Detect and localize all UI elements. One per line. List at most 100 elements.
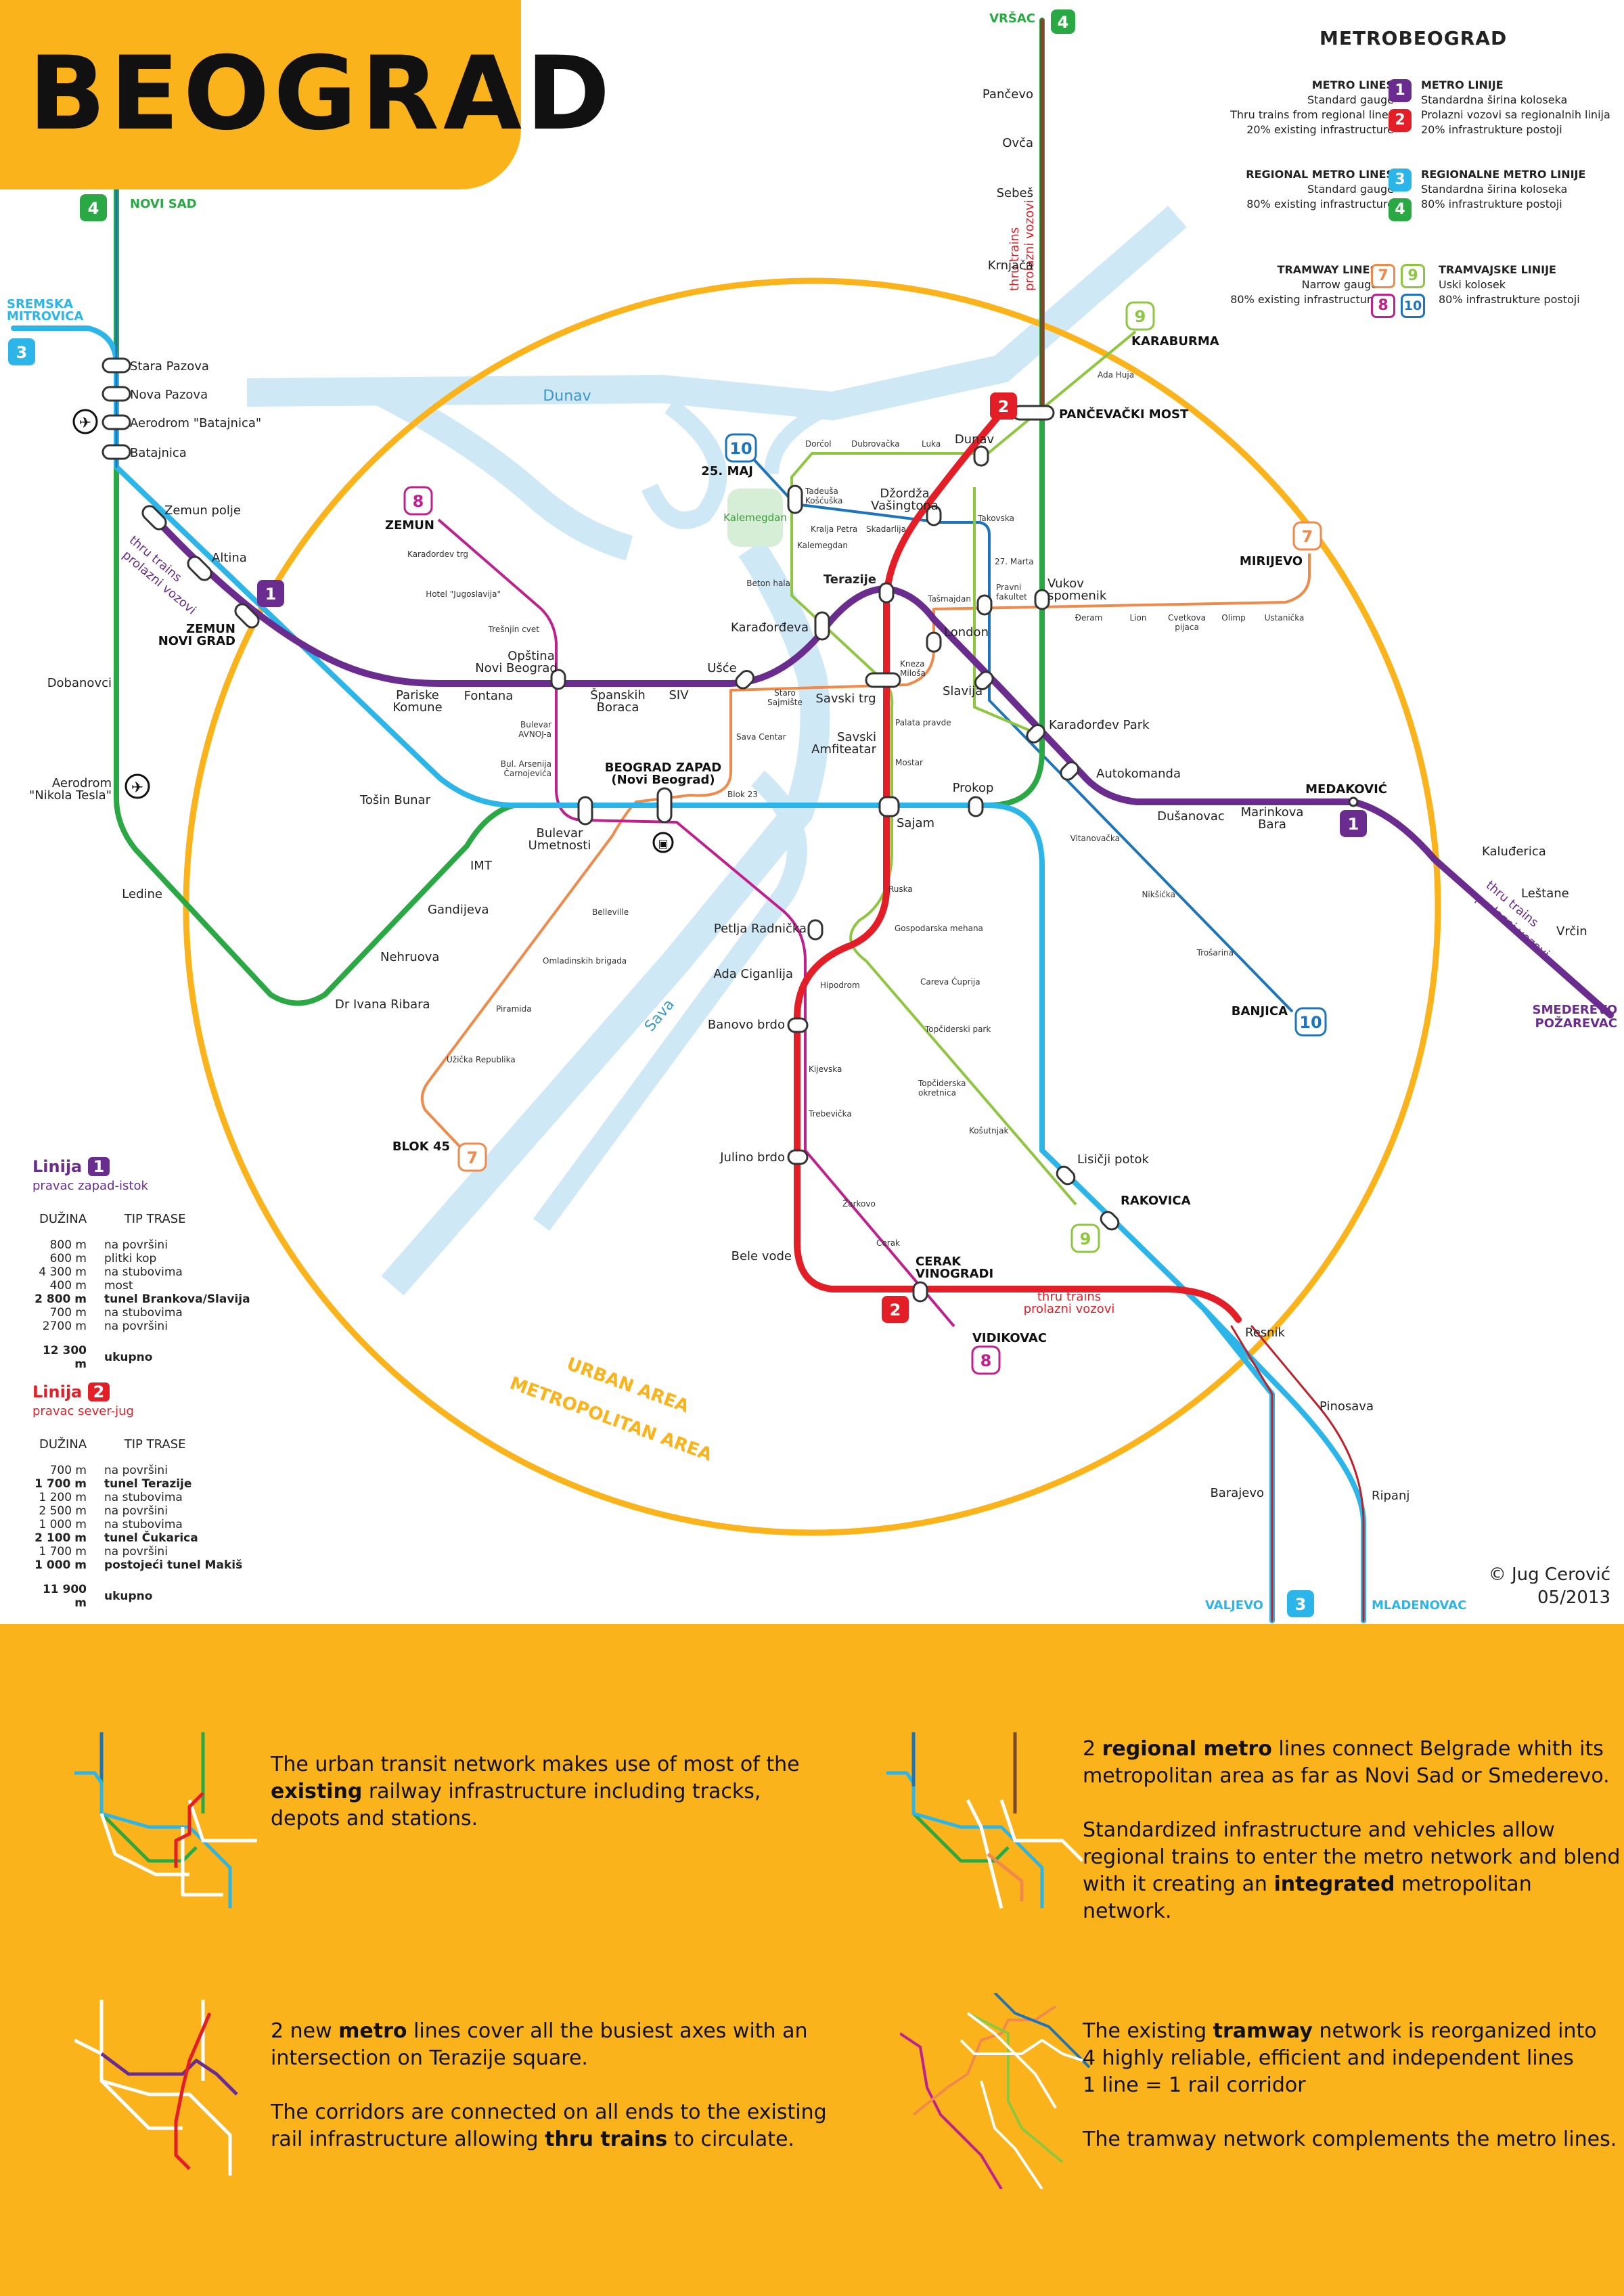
svg-text:Ledine: Ledine: [122, 887, 162, 901]
tram-station-labels: Ada Huja Dorćol Dubrovačka Luka Tadeuša …: [407, 370, 1304, 1248]
svg-text:Savski trg: Savski trg: [815, 692, 876, 706]
svg-text:Careva Ćuprija: Careva Ćuprija: [920, 976, 980, 987]
info-block-tramway: The existing tramway network is reorgani…: [1083, 2018, 1617, 2153]
svg-text:Dobanovci: Dobanovci: [47, 676, 112, 690]
info-bold: metro: [338, 2019, 407, 2043]
info-text: The corridors are connected on all ends …: [271, 2100, 827, 2124]
svg-text:8: 8: [413, 492, 424, 511]
rivers: [246, 206, 1187, 1296]
svg-text:10: 10: [1299, 1013, 1322, 1032]
svg-text:Batajnica: Batajnica: [130, 446, 187, 460]
svg-text:Aerodrom "Batajnica": Aerodrom "Batajnica": [130, 416, 261, 430]
line-2-stats-label: Linija: [32, 1382, 83, 1401]
row-type: na stubovima: [104, 1491, 183, 1504]
row-length: 700 m: [49, 1306, 87, 1320]
park-label: Kalemegdan: [723, 512, 787, 524]
svg-text:Čarnojevića: Čarnojevića: [503, 768, 551, 778]
info-text-part: with it creating an: [1083, 1872, 1274, 1896]
svg-text:MLADENOVAC: MLADENOVAC: [1372, 1598, 1466, 1613]
svg-text:ZEMUN: ZEMUN: [186, 622, 235, 636]
svg-text:Žarkovo: Žarkovo: [842, 1198, 876, 1209]
thumbnail-tramway: [900, 1993, 1091, 2189]
tram-line-10: [753, 459, 1294, 1013]
svg-text:2: 2: [890, 1301, 901, 1320]
info-text: intersection on Terazije square.: [271, 2046, 588, 2070]
svg-text:Bara: Bara: [1258, 817, 1286, 832]
svg-text:Cvetkova: Cvetkova: [1168, 613, 1206, 623]
legend-metro-head-en: METRO LINES: [1311, 78, 1394, 91]
svg-text:Boraca: Boraca: [597, 700, 639, 715]
legend-metro-line1-en: Standard gauge: [1307, 93, 1394, 106]
svg-text:8: 8: [980, 1351, 992, 1370]
svg-text:7: 7: [467, 1148, 478, 1167]
row-type: na površini: [104, 1464, 168, 1477]
svg-text:Resnik: Resnik: [1245, 1326, 1286, 1340]
legend-tram-line2-sr: 80% infrastrukture postoji: [1439, 293, 1580, 306]
svg-text:Pariske: Pariske: [396, 688, 439, 702]
svg-text:Trešnjin cvet: Trešnjin cvet: [488, 625, 540, 634]
legend-regional: REGIONAL METRO LINES Standard gauge 80% …: [1204, 167, 1610, 221]
terminal-labels: VRŠAC NOVI SAD SREMSKA MITROVICA KARABUR…: [7, 11, 1617, 1613]
row-type: na površini: [104, 1504, 168, 1518]
legend-tram: TRAMWAY LINES Narrow gauge 80% existing …: [1204, 263, 1610, 318]
station-labels: Pančevo Ovča Sebeš Krnjača Stara Pazova …: [29, 87, 1587, 1503]
svg-text:Pinosava: Pinosava: [1320, 1399, 1374, 1414]
svg-text:Piramida: Piramida: [496, 1004, 532, 1014]
info-bold: existing: [271, 1780, 363, 1803]
park-kalemegdan: [727, 489, 783, 547]
info-text: 2 new metro lines cover all the busiest …: [271, 2018, 827, 2045]
svg-text:POŽAREVAC: POŽAREVAC: [1535, 1016, 1617, 1031]
info-text-part: railway infrastructure including tracks,: [362, 1780, 761, 1803]
danube-loop-2: [764, 399, 836, 474]
info-section: The urban transit network makes use of m…: [0, 1624, 1624, 2296]
svg-text:Barajevo: Barajevo: [1210, 1486, 1264, 1500]
svg-text:Đeram: Đeram: [1075, 613, 1103, 623]
svg-text:Marinkova: Marinkova: [1241, 805, 1304, 819]
svg-text:Tošin Bunar: Tošin Bunar: [359, 793, 431, 807]
info-bold: integrated: [1273, 1872, 1395, 1896]
svg-text:Olimp: Olimp: [1221, 613, 1245, 623]
badge-line-7: 7: [1371, 264, 1395, 288]
legend-regional-sr: REGIONALNE METRO LINIJE Standardna širin…: [1421, 167, 1585, 212]
svg-text:Ruska: Ruska: [888, 884, 913, 894]
svg-text:Vitanovačka: Vitanovačka: [1070, 834, 1120, 843]
legend-regional-line1-en: Standard gauge: [1307, 183, 1394, 196]
svg-text:3: 3: [16, 343, 28, 362]
row-length: 600 m: [49, 1252, 87, 1265]
line-1-col-type: TIP TRASE: [124, 1212, 186, 1226]
svg-text:SREMSKA: SREMSKA: [7, 297, 73, 311]
row-length: 1 700 m: [39, 1545, 87, 1558]
info-text: The urban transit network makes use of m…: [271, 1753, 800, 1776]
svg-text:Lion: Lion: [1130, 613, 1147, 623]
svg-text:fakultet: fakultet: [996, 592, 1027, 602]
svg-text:Banovo brdo: Banovo brdo: [708, 1018, 785, 1032]
svg-text:Skadarlija: Skadarlija: [866, 524, 906, 534]
svg-text:4: 4: [88, 199, 99, 218]
svg-text:✈: ✈: [79, 415, 91, 432]
legend-regional-head-sr: REGIONALNE METRO LINIJE: [1421, 168, 1586, 181]
info-text-part: rail infrastructure allowing: [271, 2128, 545, 2151]
svg-text:Julino brdo: Julino brdo: [719, 1150, 785, 1165]
svg-text:Sajam: Sajam: [897, 816, 934, 830]
svg-text:NOVI SAD: NOVI SAD: [130, 197, 197, 211]
credit-author: © Jug Cerović: [1488, 1565, 1610, 1585]
svg-text:Karađorđeva: Karađorđeva: [731, 621, 809, 635]
info-block-regional: 2 regional metro lines connect Belgrade …: [1083, 1736, 1624, 1925]
svg-text:Kaluđerica: Kaluđerica: [1482, 845, 1546, 859]
svg-text:Palata pravde: Palata pravde: [895, 718, 951, 727]
svg-text:Vrčin: Vrčin: [1556, 924, 1587, 939]
svg-text:VRŠAC: VRŠAC: [989, 11, 1035, 26]
svg-text:thru trains: thru trains: [1008, 227, 1022, 291]
info-block-existing: The urban transit network makes use of m…: [271, 1751, 800, 1832]
info-text-part: The existing: [1083, 2019, 1213, 2043]
svg-text:okretnica: okretnica: [918, 1088, 956, 1098]
svg-text:Terazije: Terazije: [824, 572, 876, 587]
title-banner: BEOGRAD: [0, 0, 610, 189]
